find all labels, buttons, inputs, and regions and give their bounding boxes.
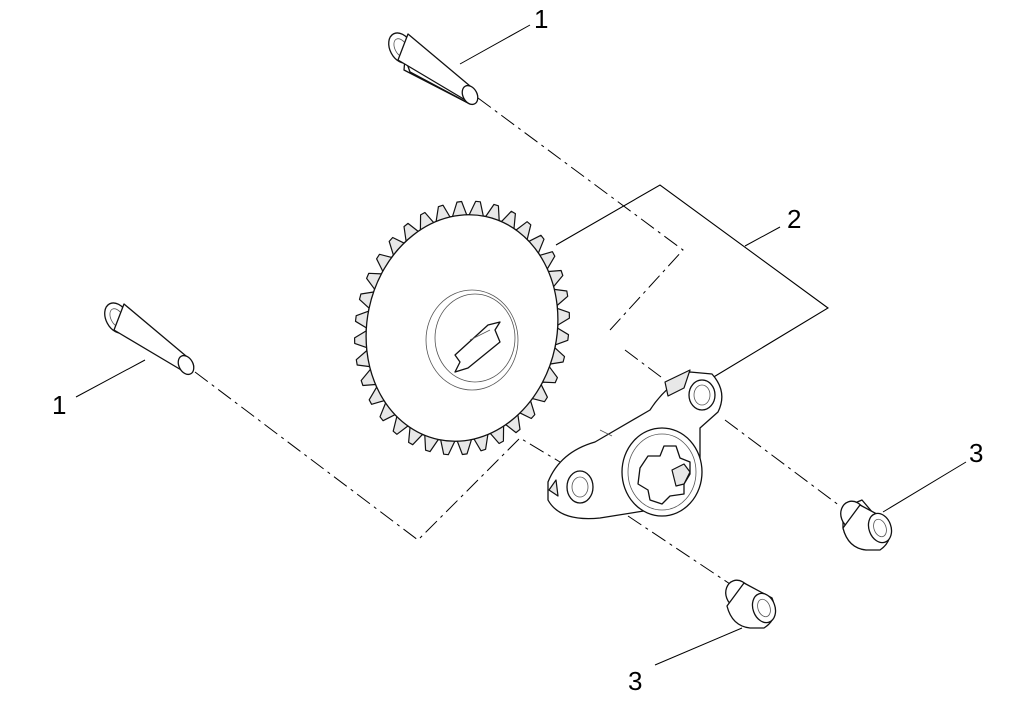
pin-top <box>388 24 531 106</box>
gear <box>354 200 570 456</box>
bushing-right <box>840 461 967 551</box>
callout-gear-pump: 2 <box>787 204 801 234</box>
callout-pin-left: 1 <box>52 390 66 420</box>
callout-pin-top: 1 <box>534 4 548 34</box>
callout-bushing-bottom: 3 <box>628 666 642 696</box>
pump-body <box>547 369 723 520</box>
bushing-bottom <box>654 579 777 666</box>
assembly-centerlines <box>194 97 841 585</box>
pin-left <box>75 302 195 398</box>
gear-pump-bracket <box>555 184 829 379</box>
callout-bushing-right: 3 <box>969 438 983 468</box>
